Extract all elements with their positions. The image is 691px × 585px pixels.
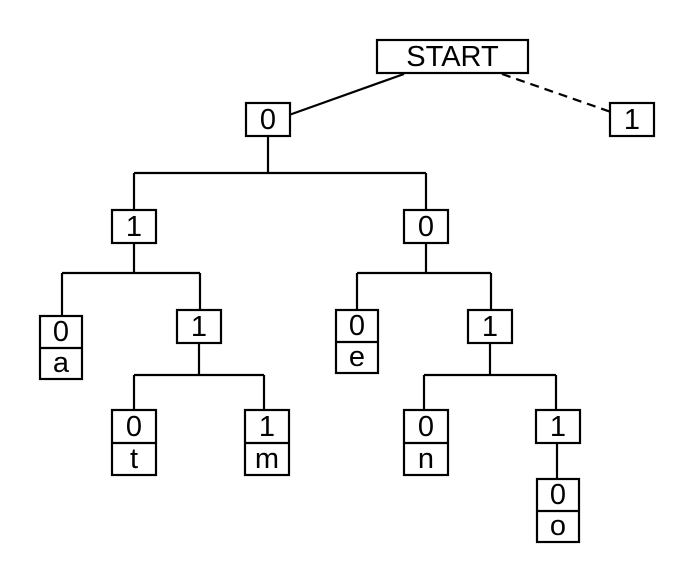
node-00: 0 (402, 208, 450, 245)
node-01: 1 (110, 208, 158, 245)
node-01-box (110, 208, 158, 245)
leaf-o-bit: 0 (550, 479, 566, 511)
leaf-t: 0 t (110, 408, 158, 477)
node-001-bit: 1 (482, 311, 498, 343)
node-0011-box (534, 408, 582, 445)
node-0011-bit: 1 (550, 411, 566, 443)
leaf-m-bit: 1 (259, 411, 275, 443)
leaf-a-letter: a (53, 347, 70, 379)
node-011-bit: 1 (191, 311, 207, 343)
leaf-o: 0 o (535, 477, 581, 544)
root-right-branch-node: 1 (608, 101, 656, 138)
node-011-box (175, 308, 223, 345)
node-00-bit: 0 (418, 211, 434, 243)
edge-start-to-1-dashed (501, 72, 612, 114)
node-001: 1 (466, 308, 514, 345)
start-node-label: START (406, 41, 499, 73)
tree-edges (60, 72, 612, 478)
leaf-t-letter: t (130, 443, 138, 475)
leaf-n: 0 n (402, 408, 450, 477)
leaf-n-letter: n (418, 443, 434, 475)
leaf-a: 0 a (38, 314, 84, 381)
node-0-box (244, 101, 292, 138)
node-0-bit: 0 (260, 104, 276, 136)
start-node-box (375, 38, 530, 75)
node-00-box (402, 208, 450, 245)
node-001-box (466, 308, 514, 345)
node-0011: 1 (534, 408, 582, 445)
leaf-n-bit: 0 (418, 411, 434, 443)
leaf-m: 1 m (243, 408, 291, 477)
leaf-e-letter: e (349, 341, 365, 373)
node-0: 0 (244, 101, 292, 138)
start-node: START (375, 38, 530, 75)
node-01-bit: 1 (126, 211, 142, 243)
root-right-branch-label: 1 (624, 104, 640, 136)
leaf-t-bit: 0 (126, 411, 142, 443)
leaf-m-letter: m (255, 443, 279, 475)
edge-start-to-0 (288, 72, 405, 117)
leaf-o-letter: o (550, 510, 566, 542)
node-011: 1 (175, 308, 223, 345)
leaf-e: 0 e (334, 308, 380, 375)
root-right-branch-box (608, 101, 656, 138)
leaf-e-bit: 0 (349, 310, 365, 342)
leaf-a-bit: 0 (53, 316, 69, 348)
